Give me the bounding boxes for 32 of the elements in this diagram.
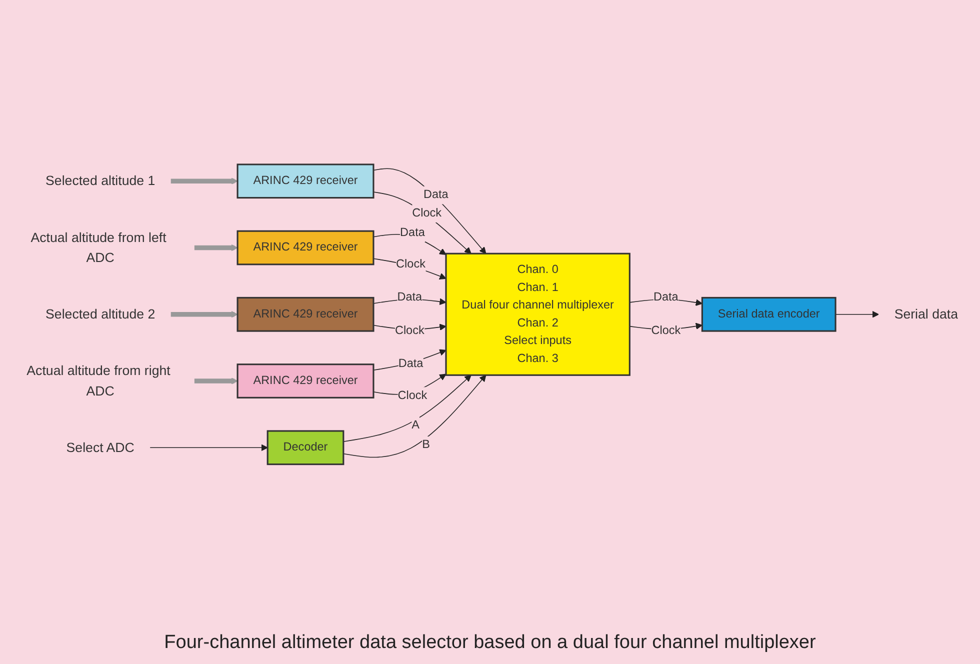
caption: Four-channel altimeter data selector based on a dual four channel multiplexer: [164, 631, 816, 655]
arrow: [150, 444, 268, 451]
edge-label: Clock: [651, 323, 681, 337]
arrow: [170, 310, 238, 318]
arrow: [170, 177, 238, 184]
edge-label: B: [422, 438, 430, 451]
node-box: ARINC 429 receiver: [236, 363, 374, 398]
node-box: Decoder: [266, 430, 344, 465]
node-text: Select ADC: [66, 440, 134, 455]
edge-label: Clock: [396, 257, 426, 270]
edge-label: Data: [398, 356, 424, 370]
node-text: Selected altitude 1: [46, 173, 156, 188]
node-text: Actual altitude from right ADC: [26, 362, 170, 398]
edge-label: Data: [397, 290, 422, 304]
node-box: ARINC 429 receiver: [236, 230, 374, 265]
node-text: Serial data: [894, 306, 958, 322]
edge-label: Data: [400, 225, 425, 239]
arrow: [194, 244, 238, 251]
edge-label: Clock: [398, 388, 428, 402]
edge-label: A: [412, 418, 420, 432]
node-text: Selected altitude 2: [46, 306, 156, 322]
node-text: Actual altitude from left ADC: [30, 230, 166, 265]
edge-label: Clock: [394, 323, 424, 337]
node-box: ARINC 429 receiver: [236, 163, 374, 198]
node-box: Serial data encoder: [701, 296, 836, 332]
edge-label: Clock: [412, 206, 442, 220]
edge-label: Data: [654, 290, 678, 304]
edge-label: Data: [423, 187, 448, 201]
arrow: [835, 310, 879, 318]
node-box: Chan. 0 Chan. 1 Dual four channel multiplexer Chan. 2 Select inputs Chan. 3: [445, 252, 630, 376]
arrow: [194, 377, 238, 384]
node-box: ARINC 429 receiver: [236, 296, 374, 332]
